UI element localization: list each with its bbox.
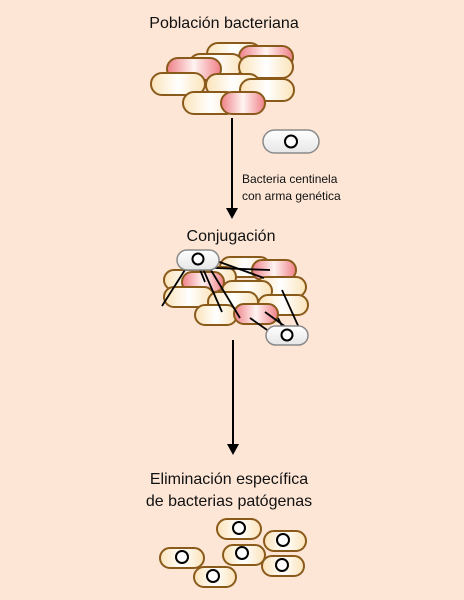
bacterium-pathogen — [220, 91, 266, 115]
bacterium-with-plasmid — [159, 547, 205, 569]
bacterium-with-plasmid — [261, 555, 305, 577]
plasmid-icon — [275, 558, 289, 572]
plasmid-icon — [206, 569, 220, 583]
sentinel-bacterium — [262, 129, 320, 154]
conjugation-cluster — [161, 249, 309, 346]
down-arrow-icon — [227, 340, 239, 455]
elimination-label-line2: de bacterias patógenas — [146, 493, 312, 510]
plasmid-icon — [235, 546, 249, 560]
bacterium-with-plasmid — [193, 566, 237, 588]
plasmid-icon — [280, 328, 294, 342]
elimination-label-line1: Eliminación específica — [150, 471, 308, 488]
plasmid-icon — [232, 521, 246, 535]
bacterium-with-plasmid — [222, 544, 266, 566]
sentinel-label-line1: Bacteria centinela — [242, 172, 338, 186]
plasmid-icon — [284, 134, 298, 149]
population-cluster — [150, 42, 295, 115]
eliminated-result-cluster — [159, 518, 307, 588]
sentinel-bacterium — [265, 325, 309, 346]
sentinel-label-line2: con arma genética — [242, 189, 341, 203]
conjugation-label: Conjugación — [187, 228, 276, 245]
bacterium-normal — [150, 72, 206, 96]
down-arrow-icon — [226, 118, 238, 219]
plasmid-icon — [276, 533, 290, 547]
plasmid-icon — [191, 252, 205, 266]
population-label: Población bacteriana — [149, 15, 299, 32]
plasmid-icon — [175, 550, 189, 564]
bacterium-with-plasmid — [263, 530, 307, 552]
bacterium-with-plasmid — [216, 518, 262, 540]
sentinel-bacterium — [176, 249, 220, 271]
bacterium-normal — [194, 304, 238, 326]
bacterium-pathogen — [233, 303, 279, 325]
